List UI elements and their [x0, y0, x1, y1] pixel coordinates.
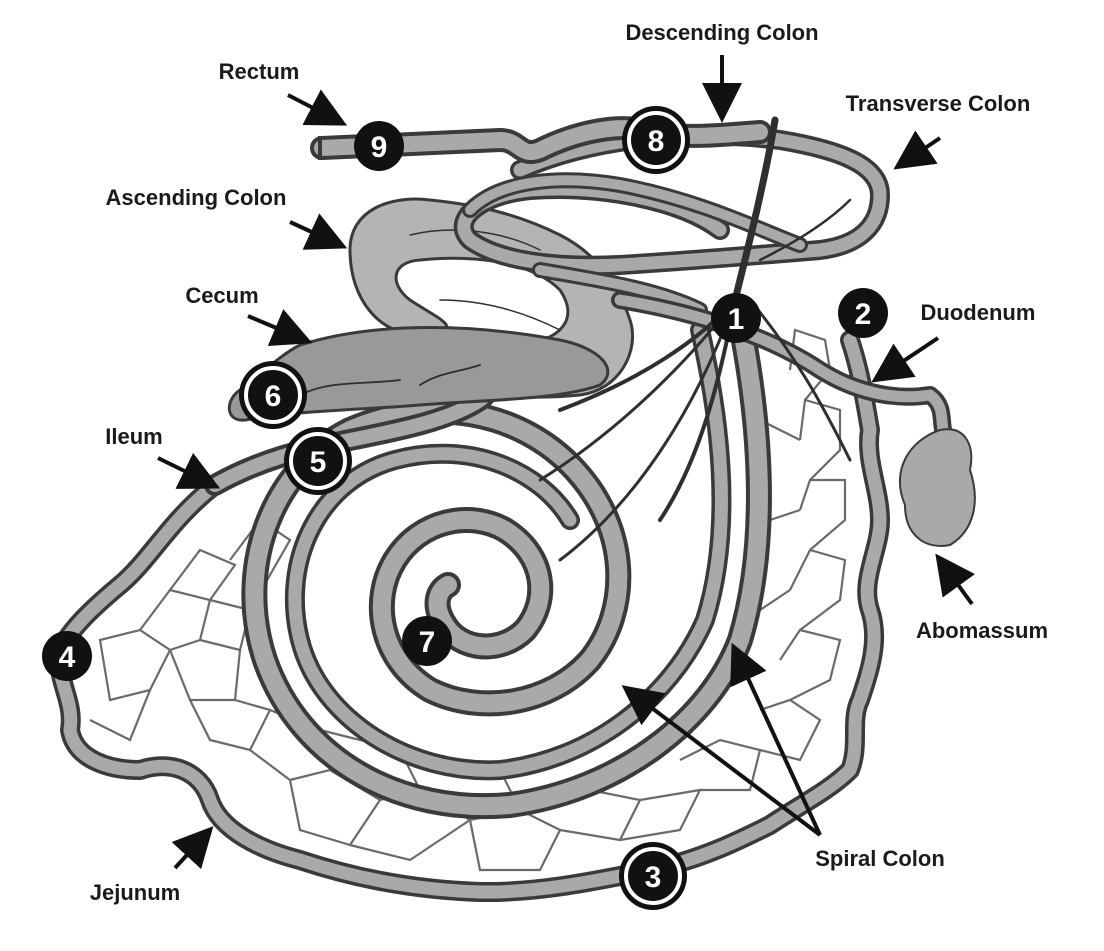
- marker-3: 3: [619, 842, 687, 910]
- arrow-spiral-colon-1: [621, 685, 822, 837]
- rectum-descending: [310, 116, 772, 164]
- label-cecum: Cecum: [185, 283, 258, 308]
- jejunum-loop: [49, 330, 890, 903]
- duodenum: [611, 291, 959, 449]
- marker-5-number: 5: [310, 446, 327, 479]
- label-ascending-colon: Ascending Colon: [106, 185, 287, 210]
- arrow-jejunum: [171, 826, 214, 870]
- marker-2: 2: [838, 288, 888, 338]
- marker-6: 6: [239, 361, 307, 429]
- marker-4: 4: [42, 631, 92, 681]
- marker-7-number: 7: [419, 626, 436, 659]
- abomassum: [899, 428, 976, 547]
- label-transverse-colon: Transverse Colon: [846, 91, 1031, 116]
- arrow-duodenum: [871, 336, 940, 383]
- marker-7: 7: [402, 616, 452, 666]
- arrow-ascending-colon: [289, 213, 348, 250]
- transverse-colon-loops: [453, 125, 890, 318]
- marker-9-number: 9: [371, 131, 388, 164]
- label-descending-colon: Descending Colon: [625, 20, 818, 45]
- marker-1: 1: [711, 293, 761, 343]
- marker-8: 8: [622, 106, 690, 174]
- label-jejunum: Jejunum: [90, 880, 180, 905]
- marker-2-number: 2: [855, 298, 872, 331]
- pointer-arrows: [157, 55, 975, 870]
- arrow-spiral-colon-2: [730, 642, 822, 836]
- label-rectum: Rectum: [219, 59, 300, 84]
- arrow-abomassum: [935, 553, 975, 606]
- marker-6-number: 6: [265, 380, 282, 413]
- arrow-rectum: [287, 89, 348, 126]
- label-ileum: Ileum: [105, 424, 162, 449]
- arrow-transverse-colon: [893, 130, 942, 170]
- marker-9: 9: [354, 121, 404, 171]
- marker-3-number: 3: [645, 861, 662, 894]
- arrow-cecum: [247, 309, 313, 347]
- label-spiral-colon: Spiral Colon: [815, 846, 945, 871]
- marker-5: 5: [284, 427, 352, 495]
- spiral-colon: [241, 307, 772, 820]
- label-duodenum: Duodenum: [921, 300, 1036, 325]
- marker-1-number: 1: [728, 303, 745, 336]
- cecum: [227, 326, 610, 422]
- arrow-ileum: [157, 452, 221, 489]
- label-abomassum: Abomassum: [916, 618, 1048, 643]
- marker-8-number: 8: [648, 125, 665, 158]
- marker-4-number: 4: [59, 641, 76, 674]
